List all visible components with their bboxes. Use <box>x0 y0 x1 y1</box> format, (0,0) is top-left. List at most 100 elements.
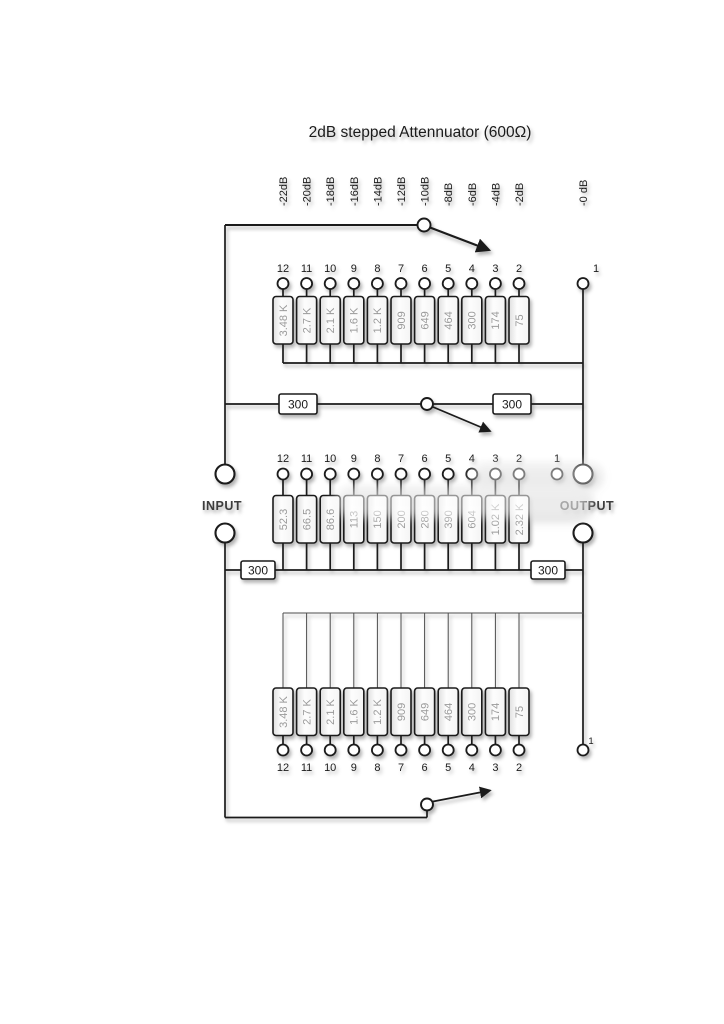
switch-terminal <box>394 743 408 757</box>
terminal-number: 4 <box>469 263 475 275</box>
switch-terminal <box>300 277 314 290</box>
terminal-number: 12 <box>277 263 289 275</box>
resistor-value: 649 <box>419 703 431 721</box>
terminal-number: 3 <box>492 263 498 275</box>
switch-wiper <box>416 217 432 233</box>
resistor-value: 86.6 <box>325 509 337 530</box>
terminal-number: 11 <box>301 762 312 774</box>
attenuation-label: -2dB <box>514 183 526 206</box>
switch-terminal <box>300 743 314 757</box>
terminal-number: 3 <box>492 453 498 465</box>
switch-terminal <box>276 277 290 290</box>
resistor-value: 2.7 K <box>301 698 313 724</box>
switch-terminal <box>418 743 432 757</box>
resistor-value: 300 <box>467 703 479 721</box>
switch-terminal <box>323 743 337 757</box>
switch-terminal <box>347 277 361 290</box>
resistor-value: 649 <box>419 311 431 329</box>
terminal-number: 7 <box>398 263 404 275</box>
switch-terminal <box>465 743 479 757</box>
switch-terminal <box>512 743 526 757</box>
terminal-number: 4 <box>469 762 475 774</box>
switch-terminal <box>323 277 337 290</box>
switch-terminal <box>418 467 432 481</box>
resistor-value: 52.3 <box>278 509 290 530</box>
resistor-value: 174 <box>490 703 502 721</box>
terminal-number: 5 <box>445 263 451 275</box>
attenuation-label-bypass: -0 dB <box>578 180 590 206</box>
switch-terminal <box>488 743 502 757</box>
switch-wiper <box>420 397 434 411</box>
top-switch <box>225 217 492 253</box>
attenuation-label: -16dB <box>349 177 361 206</box>
terminal-number: 1 <box>593 263 599 275</box>
switch-terminal <box>276 467 290 481</box>
bridge-resistor <box>278 393 318 415</box>
terminal-number: 10 <box>324 453 336 465</box>
resistor-value: 3.48 K <box>278 695 290 727</box>
terminal-number: 6 <box>422 762 428 774</box>
switch-terminal <box>276 743 290 757</box>
attenuation-labels: -22dB-20dB-18dB-16dB-14dB-12dB-10dB-8dB-… <box>278 177 526 206</box>
bridge-resistor <box>530 560 566 580</box>
bridge-resistor-value: 300 <box>288 398 308 412</box>
terminal-number: 2 <box>516 762 522 774</box>
switch-terminal <box>441 467 455 481</box>
lower-bridge: 300 300 <box>225 560 583 580</box>
terminal-number: 9 <box>351 762 357 774</box>
attenuation-label: -10dB <box>420 177 432 206</box>
resistor-value: 1.6 K <box>349 698 361 724</box>
middle-switch: 300 300 <box>225 393 583 433</box>
resistor-value: 300 <box>467 311 479 329</box>
page-title: 2dB stepped Attennuator (600Ω) <box>309 124 532 141</box>
switch-terminal <box>418 277 432 290</box>
terminal-number: 3 <box>492 762 498 774</box>
switch-terminal <box>394 277 408 290</box>
output-terminal <box>572 522 594 544</box>
switch-terminal <box>370 467 384 481</box>
switch-terminal <box>347 743 361 757</box>
attenuation-label: -12dB <box>396 177 408 206</box>
switch-terminal <box>394 467 408 481</box>
terminal-number: 6 <box>422 263 428 275</box>
bottom-switch <box>225 786 492 819</box>
terminal-number: 9 <box>351 263 357 275</box>
attenuation-label: -4dB <box>490 183 502 206</box>
terminal-number: 11 <box>301 453 312 465</box>
switch-terminal <box>347 467 361 481</box>
resistor-value: 174 <box>490 311 502 329</box>
resistor-value: 909 <box>396 311 408 329</box>
switch-terminal <box>323 467 337 481</box>
terminal-number: 12 <box>277 762 289 774</box>
bridge-resistor <box>240 560 276 580</box>
resistor-value: 1.6 K <box>349 307 361 333</box>
terminal-number: 8 <box>374 762 380 774</box>
switch-terminal <box>488 277 502 290</box>
terminal-number: 8 <box>374 453 380 465</box>
terminal-number: 4 <box>469 453 475 465</box>
resistor-value: 909 <box>396 703 408 721</box>
terminal-number: 11 <box>301 263 312 275</box>
switch-terminal <box>370 743 384 757</box>
resistor-value: 75 <box>514 706 526 718</box>
switch-terminal <box>576 743 590 757</box>
switch-terminal <box>512 277 526 290</box>
terminal-number: 6 <box>422 453 428 465</box>
terminal-number: 9 <box>351 453 357 465</box>
input-label: INPUT <box>202 499 242 513</box>
switch-terminal <box>441 277 455 290</box>
resistor-value: 75 <box>514 314 526 326</box>
terminal-number: 7 <box>398 762 404 774</box>
switch-terminal <box>370 277 384 290</box>
bridge-resistor-value: 300 <box>502 398 522 412</box>
resistor-value: 464 <box>443 703 455 721</box>
switch-terminal <box>441 743 455 757</box>
switch-wiper <box>420 797 434 812</box>
terminal-number: 1 <box>554 453 560 465</box>
input-terminal <box>214 522 236 544</box>
wiper-arrow <box>432 786 492 803</box>
